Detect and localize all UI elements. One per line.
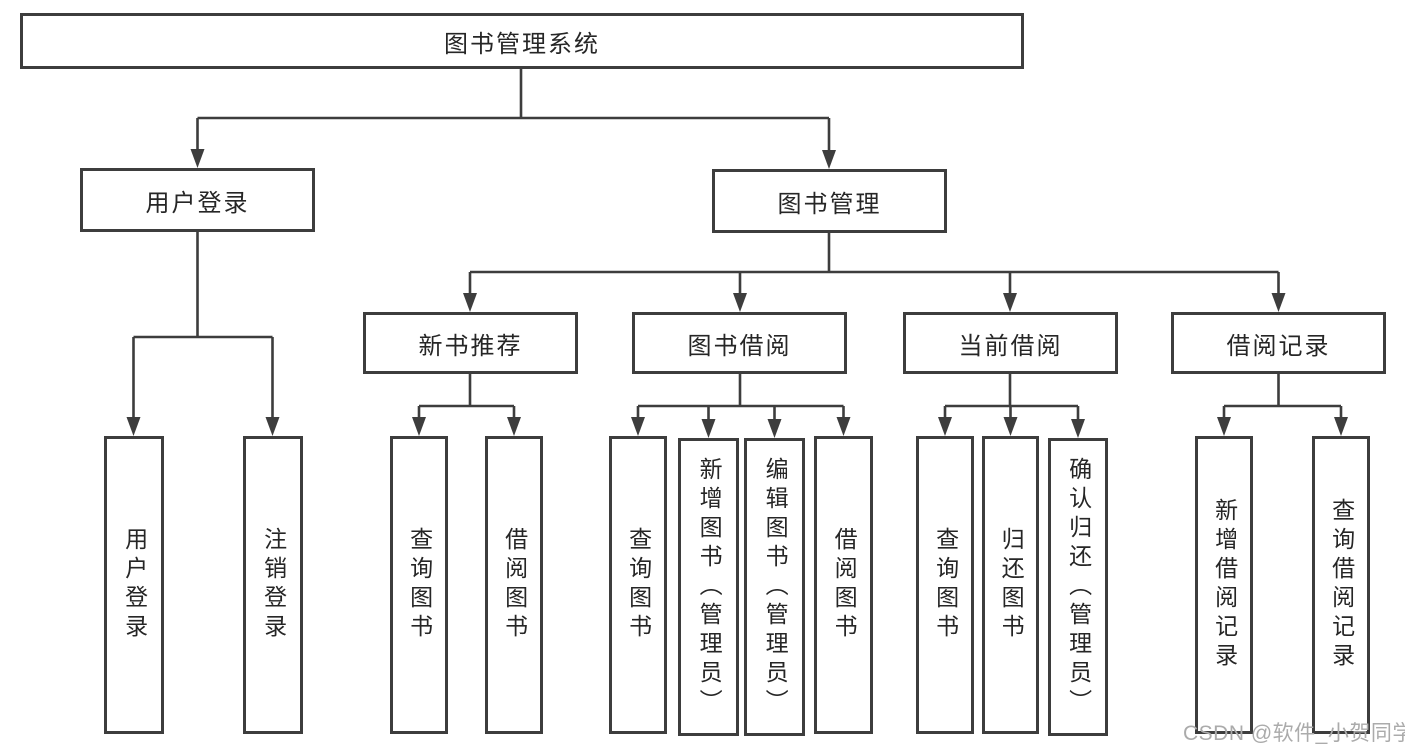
leaf-label: 注销登录 [260,527,287,643]
node-leaf-query-books-1: 查询图书 [390,436,448,734]
node-borrowing-records: 借阅记录 [1171,312,1386,374]
leaf-label: 确认归还（管理员） [1065,456,1092,718]
leaf-label: 查询图书 [625,527,652,643]
node-user-login-branch: 用户登录 [80,168,315,232]
leaf-label: 借阅图书 [501,527,528,643]
leaf-label: 查询图书 [406,527,433,643]
node-library-management-system: 图书管理系统 [20,13,1024,69]
node-leaf-add-borrow-record: 新增借阅记录 [1195,436,1253,734]
node-leaf-borrow-books-1: 借阅图书 [485,436,543,734]
leaf-label: 新增图书（管理员） [696,456,723,718]
leaf-label: 查询借阅记录 [1328,498,1355,672]
leaf-label: 归还图书 [998,527,1025,643]
node-new-book-recommendation: 新书推荐 [363,312,578,374]
leaf-label: 借阅图书 [831,527,858,643]
connector-userlogin-to-leaves [132,232,274,419]
node-leaf-add-books-admin: 新增图书（管理员） [678,438,739,736]
node-leaf-query-borrow-record: 查询借阅记录 [1312,436,1370,734]
leaf-label: 编辑图书（管理员） [762,456,789,718]
leaf-label: 新增借阅记录 [1211,498,1238,672]
node-leaf-logout: 注销登录 [243,436,303,734]
connector-current-to-leaves [943,374,1080,421]
node-leaf-edit-books-admin: 编辑图书（管理员） [744,438,805,736]
connector-bookmgmt-to-level3 [468,233,1280,295]
connector-root-to-level2 [196,68,831,151]
arrowheads [126,149,1348,438]
node-leaf-user-login: 用户登录 [104,436,164,734]
node-book-management-branch: 图书管理 [712,169,947,233]
node-current-borrowing: 当前借阅 [903,312,1118,374]
node-leaf-confirm-return-admin: 确认归还（管理员） [1048,438,1108,736]
connector-borrow-to-leaves [636,374,845,421]
node-leaf-query-books-2: 查询图书 [609,436,667,734]
connector-newbook-to-leaves [417,374,516,419]
node-leaf-return-books: 归还图书 [982,436,1039,734]
node-leaf-query-books-3: 查询图书 [916,436,974,734]
node-leaf-borrow-books-2: 借阅图书 [814,436,873,734]
node-book-borrowing: 图书借阅 [632,312,847,374]
leaf-label: 查询图书 [932,527,959,643]
csdn-watermark: CSDN @软件_小贺同学 [1183,722,1405,745]
connector-records-to-leaves [1222,374,1343,419]
leaf-label: 用户登录 [121,527,148,643]
